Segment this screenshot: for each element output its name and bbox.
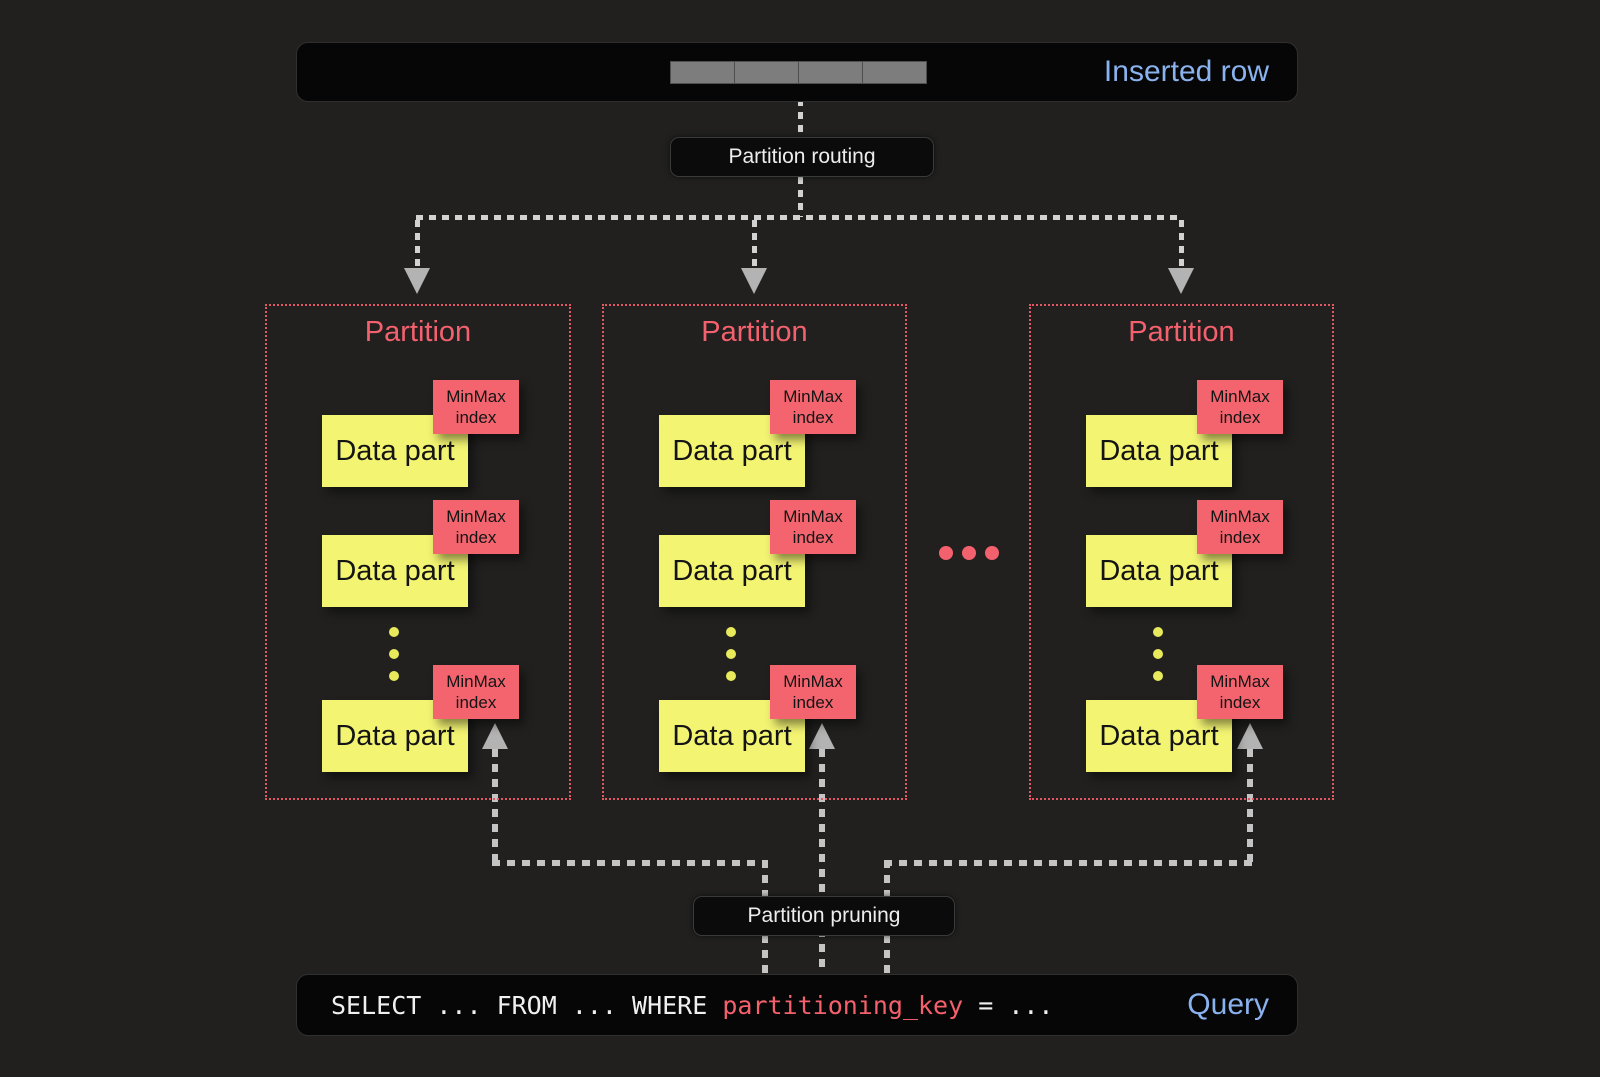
partition-title: Partition — [1128, 316, 1235, 348]
minmax-index-tag: MinMax index — [433, 665, 519, 719]
data-part-box: Data part — [322, 535, 468, 607]
pruning-line-middle — [819, 749, 825, 974]
data-part-box: Data part — [1086, 535, 1232, 607]
minmax-index-tag: MinMax index — [770, 500, 856, 554]
inserted-row-label: Inserted row — [1103, 55, 1269, 88]
arrow-down-icon — [404, 268, 430, 294]
partition-box-3: Partition MinMax index Data part MinMax … — [1029, 304, 1334, 800]
inserted-row-bar: Inserted row — [296, 42, 1298, 102]
partition-pruning-label: Partition pruning — [693, 896, 955, 936]
routing-branch-line — [416, 215, 1182, 220]
arrow-down-icon — [741, 268, 767, 294]
minmax-index-tag: MinMax index — [770, 665, 856, 719]
minmax-index-tag: MinMax index — [433, 500, 519, 554]
branch-line-right — [1179, 220, 1184, 268]
more-parts-ellipsis — [726, 627, 736, 693]
row-segment — [798, 61, 863, 84]
arrow-up-icon — [809, 723, 835, 749]
more-parts-ellipsis — [389, 627, 399, 693]
branch-line-left — [415, 220, 420, 268]
partition-box-1: Partition MinMax index Data part MinMax … — [265, 304, 571, 800]
query-bar: SELECT ... FROM ... WHERE partitioning_k… — [296, 974, 1298, 1036]
minmax-index-tag: MinMax index — [1197, 500, 1283, 554]
sql-prefix: SELECT ... FROM ... WHERE — [331, 990, 723, 1020]
more-parts-ellipsis — [1153, 627, 1163, 693]
branch-line-middle — [752, 220, 757, 268]
partition-routing-label: Partition routing — [670, 137, 934, 177]
inserted-row-segments — [670, 61, 927, 84]
row-segment — [670, 61, 735, 84]
pruning-line-right — [1247, 749, 1253, 862]
more-partitions-ellipsis — [939, 546, 999, 560]
minmax-index-tag: MinMax index — [1197, 665, 1283, 719]
pruning-line-left — [492, 749, 498, 862]
minmax-index-tag: MinMax index — [770, 380, 856, 434]
row-segment — [862, 61, 927, 84]
minmax-index-tag: MinMax index — [433, 380, 519, 434]
arrow-up-icon — [482, 723, 508, 749]
partition-title: Partition — [364, 316, 472, 348]
query-label: Query — [1187, 988, 1269, 1021]
minmax-index-tag: MinMax index — [1197, 380, 1283, 434]
arrow-up-icon — [1237, 723, 1263, 749]
sql-partitioning-key: partitioning_key — [722, 990, 964, 1020]
sql-suffix: = ... — [963, 990, 1054, 1020]
pruning-line-left-horizontal — [492, 860, 768, 866]
arrow-down-icon — [1168, 268, 1194, 294]
pruning-line-right-horizontal — [884, 860, 1253, 866]
sql-query-text: SELECT ... FROM ... WHERE partitioning_k… — [331, 991, 1053, 1020]
partition-box-2: Partition MinMax index Data part MinMax … — [602, 304, 907, 800]
partition-title: Partition — [701, 316, 808, 348]
row-segment — [734, 61, 799, 84]
